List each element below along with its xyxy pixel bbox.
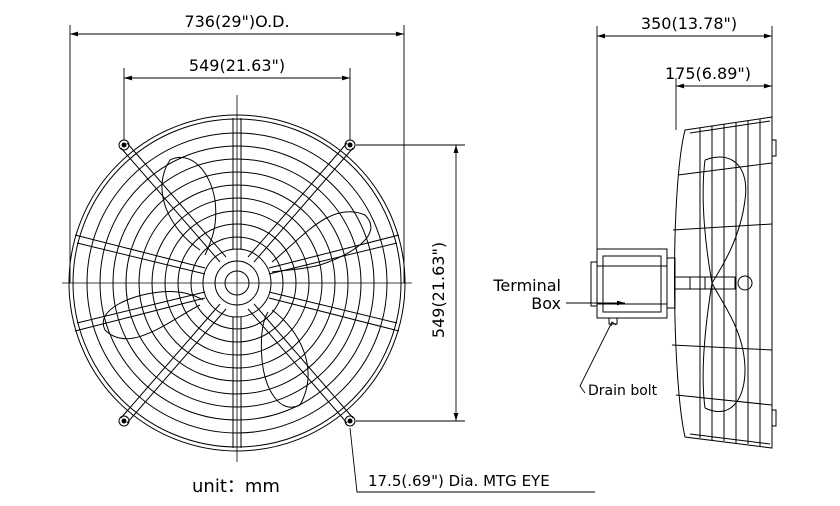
mounting-vertical-label: 549(21.63"): [429, 242, 448, 338]
mtg-eye-label: 17.5(.69") Dia. MTG EYE: [368, 472, 550, 490]
side-dimensions: [566, 26, 773, 394]
outer-diameter-label: 736(29")O.D.: [184, 12, 289, 31]
center-lines: [62, 95, 412, 462]
side-dimension-text: 350(13.78") 175(6.89") Terminal Box Drai…: [492, 14, 751, 399]
fan-blades: [102, 156, 372, 408]
terminal-box: [596, 248, 668, 319]
front-dimensions: [69, 25, 595, 493]
front-dimension-text: 736(29")O.D. 549(21.63") 549(21.63") 17.…: [184, 12, 549, 497]
mounting-struts: [120, 142, 354, 424]
mounting-eyes: [118, 139, 356, 427]
drain-bolt-label: Drain bolt: [588, 383, 658, 399]
unit-label: unit：mm: [192, 476, 280, 497]
side-view: [590, 116, 777, 449]
front-view: [62, 95, 412, 462]
mounting-horizontal-label: 549(21.63"): [189, 56, 285, 75]
terminal-box-label-line2: Box: [531, 294, 561, 313]
depth-guard-label: 175(6.89"): [665, 64, 751, 83]
depth-total-label: 350(13.78"): [641, 14, 737, 33]
radial-wires: [74, 118, 400, 448]
terminal-box-label-line1: Terminal: [492, 276, 561, 295]
